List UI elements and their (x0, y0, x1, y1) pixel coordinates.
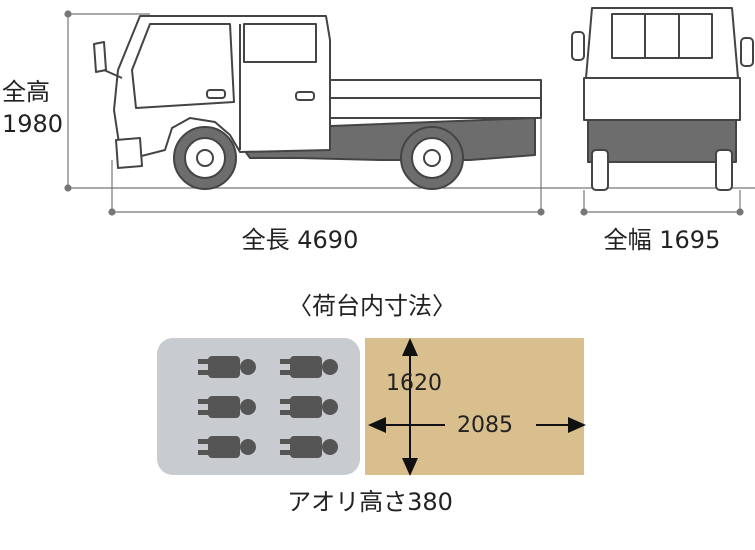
cargo-section-title: 〈荷台内寸法〉 (288, 292, 456, 320)
seat-leg-bottom (198, 370, 210, 375)
seat-icon (280, 396, 338, 418)
arrow-icon (368, 417, 386, 433)
seat-headrest (322, 439, 338, 455)
mirror-arm (103, 69, 123, 79)
seat-icon (198, 396, 256, 418)
side-height-label: アオリ高さ380 (287, 488, 453, 516)
seat-leg-top (198, 359, 210, 364)
dimension-lines (64, 10, 755, 216)
front-wheel-hub (196, 149, 214, 167)
seat-icon (280, 356, 338, 378)
length-label: 全長 4690 (241, 226, 359, 254)
arrow-icon (402, 338, 418, 356)
seat-icon (198, 356, 256, 378)
truck-side-view (93, 15, 542, 190)
rear-right-tire (715, 149, 733, 191)
seat-leg-bottom (198, 410, 210, 415)
rear-undercarriage (587, 119, 737, 163)
arrow-icon (568, 417, 586, 433)
seat-headrest (240, 439, 256, 455)
cargo-depth-label: 1620 (386, 371, 442, 396)
seat-leg-bottom (280, 370, 292, 375)
rear-window (243, 23, 317, 63)
seat-leg-top (198, 439, 210, 444)
width-label: 全幅 1695 (603, 226, 721, 254)
seat-cushion (208, 356, 240, 378)
height-value: 1980 (2, 110, 64, 138)
rear-left-tire (591, 149, 609, 191)
seat-leg-top (280, 439, 292, 444)
seat-headrest (240, 359, 256, 375)
seat-leg-top (198, 399, 210, 404)
rear-right-mirror (740, 37, 754, 67)
cargo-arrows (368, 338, 586, 476)
rear-cab-window (611, 13, 713, 59)
rear-left-mirror (571, 31, 585, 61)
seat-icon (198, 436, 256, 458)
seat-cushion (290, 396, 322, 418)
seat-cushion (290, 356, 322, 378)
cargo-floor-plan (157, 338, 586, 476)
seat-leg-bottom (280, 450, 292, 455)
seat-leg-bottom (198, 450, 210, 455)
seat-icon (280, 436, 338, 458)
seat-headrest (240, 399, 256, 415)
cargo-bed-area (365, 338, 584, 475)
seat-leg-top (280, 359, 292, 364)
seat-cushion (290, 436, 322, 458)
seat-grid (198, 356, 338, 458)
seat-cushion (208, 436, 240, 458)
seat-leg-bottom (280, 410, 292, 415)
truck-rear-view (571, 7, 754, 191)
seat-headrest (322, 359, 338, 375)
seat-cushion (208, 396, 240, 418)
seat-leg-top (280, 399, 292, 404)
height-label: 全高 (2, 78, 50, 106)
arrow-icon (402, 458, 418, 476)
front-door-handle (206, 89, 226, 99)
rear-wheel-hub (423, 149, 441, 167)
rear-door-handle (295, 91, 315, 101)
windshield (131, 23, 235, 109)
rear-tailgate (583, 77, 741, 121)
side-mirror (93, 41, 107, 73)
seat-headrest (322, 399, 338, 415)
cargo-length-label: 2085 (457, 413, 513, 438)
front-bumper (115, 137, 143, 169)
